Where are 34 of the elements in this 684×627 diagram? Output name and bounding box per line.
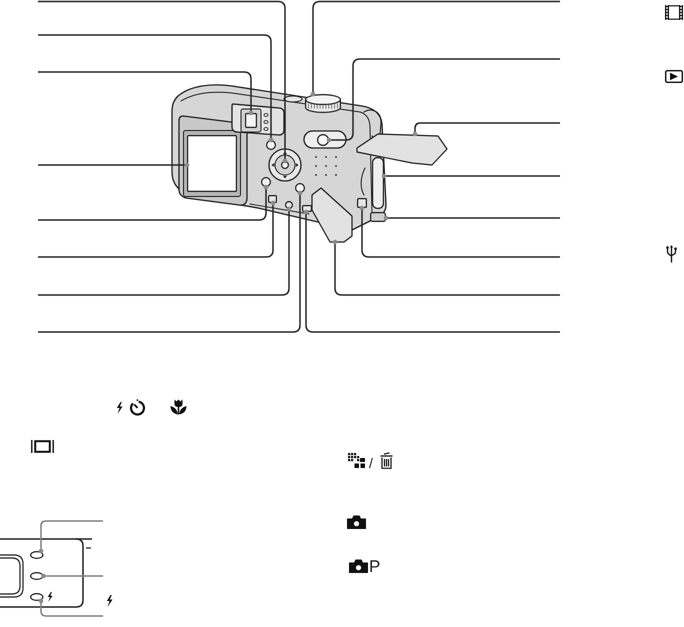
leader-line — [304, 210, 560, 333]
leader-line — [38, 520, 103, 554]
open-cover-flap — [357, 134, 447, 165]
leader-line — [41, 574, 103, 578]
leader-line — [326, 58, 560, 142]
slot-bottom — [370, 212, 386, 222]
card-slot — [372, 157, 384, 209]
leader-line — [412, 122, 560, 136]
leader-line — [310, 0, 560, 96]
indicator-lamp — [30, 593, 44, 601]
leader-line — [384, 216, 560, 220]
leader-line — [360, 206, 560, 258]
leader-line — [38, 184, 268, 221]
leader-line — [38, 206, 292, 296]
leader-line — [332, 240, 560, 296]
leader-line — [382, 174, 560, 178]
mode-dial — [305, 94, 341, 113]
indicator-lamp — [30, 572, 44, 580]
leader-line — [38, 190, 302, 333]
leader-line — [38, 34, 274, 142]
square-socket — [268, 195, 277, 203]
leader-line — [38, 71, 254, 116]
leader-line — [38, 200, 276, 258]
connector-cover-flap — [312, 188, 352, 242]
leader-line — [38, 598, 103, 617]
mode-letter: P — [369, 558, 380, 575]
viewfinder-window — [245, 113, 257, 128]
indicator-lamp — [30, 551, 44, 559]
latch — [357, 198, 367, 208]
leader-line — [38, 0, 288, 164]
port-socket — [302, 205, 312, 212]
separator-slash: / — [369, 456, 373, 470]
lcd-screen — [187, 135, 237, 192]
leader-line — [38, 162, 190, 168]
